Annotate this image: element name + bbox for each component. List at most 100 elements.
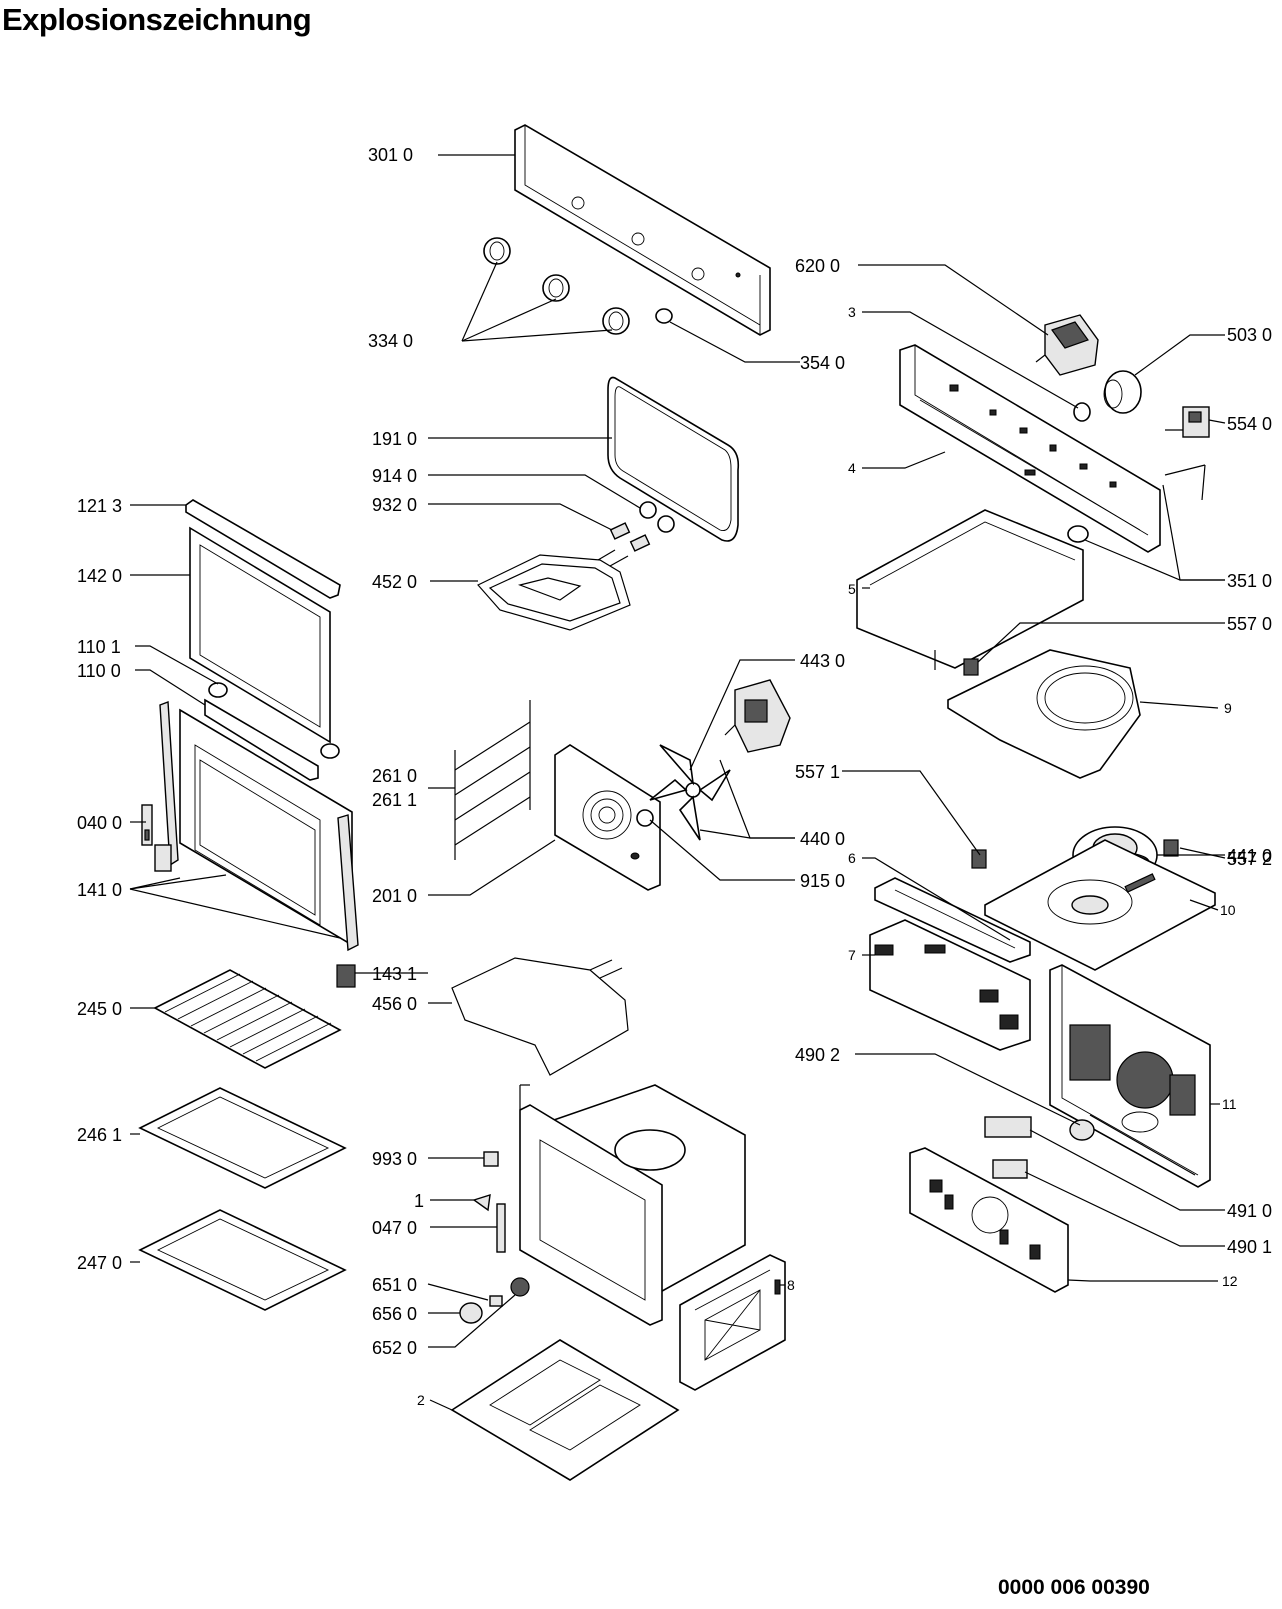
label-334-0: 334 0: [368, 331, 413, 351]
part-side-shield: [869, 919, 1031, 1051]
label-261-0: 261 0: [372, 766, 417, 786]
part-fan-housing: [947, 649, 1141, 779]
label-10: 10: [1220, 902, 1236, 918]
part-door-glass: [189, 526, 331, 744]
part-control-frame: [899, 344, 1161, 553]
label-656-0: 656 0: [372, 1304, 417, 1324]
part-door-handle: [204, 698, 319, 781]
part-top-heater: [477, 549, 631, 631]
part-lower-heater: [451, 957, 629, 1076]
label-4: 4: [848, 460, 856, 476]
part-lamp-glass: [459, 1302, 483, 1324]
label-620-0: 620 0: [795, 256, 840, 276]
label-201-0: 201 0: [372, 886, 417, 906]
page-title: Explosionszeichnung: [2, 2, 312, 37]
label-12: 12: [1222, 1273, 1238, 1289]
label-443-0: 443 0: [800, 651, 845, 671]
part-base-plate: [909, 1147, 1069, 1293]
label-247-0: 247 0: [77, 1253, 122, 1273]
part-clip: [336, 964, 356, 988]
part-inner-door: [159, 701, 359, 952]
part-air-guide: [874, 877, 1031, 963]
document-number: 0000 006 00390: [998, 1576, 1150, 1599]
part-lamp-bulb: [489, 1295, 503, 1307]
part-bottom-panel: [450, 1339, 680, 1481]
part-knobs: [483, 237, 630, 335]
label-245-0: 245 0: [77, 999, 122, 1019]
label-6: 6: [848, 850, 856, 866]
part-lever: [472, 1194, 491, 1212]
label-5: 5: [848, 581, 856, 597]
label-557-1: 557 1: [795, 762, 840, 782]
label-121-3: 121 3: [77, 496, 122, 516]
part-terminal-block: [984, 1116, 1032, 1138]
label-441-0: 441 0: [1227, 846, 1272, 866]
label-557-2: 557 2: [1227, 849, 1272, 869]
label-993-0: 993 0: [372, 1149, 417, 1169]
label-932-0: 932 0: [372, 495, 417, 515]
label-301-0: 301 0: [368, 145, 413, 165]
part-sensor: [963, 658, 979, 676]
part-labels: 301 0 334 0 354 0 620 0 3 503 0 554 0 4 …: [77, 145, 1272, 1408]
label-651-0: 651 0: [372, 1275, 417, 1295]
part-door-frame: [679, 1254, 786, 1391]
part-catch: [483, 1151, 499, 1167]
part-sensor-3: [1163, 839, 1179, 857]
label-554-0: 554 0: [1227, 414, 1272, 434]
part-lamp-holder: [1067, 525, 1089, 543]
label-557-0: 557 0: [1227, 614, 1272, 634]
label-141-0: 141 0: [77, 880, 122, 900]
label-7: 7: [848, 947, 856, 963]
part-button: [655, 308, 673, 324]
label-914-0: 914 0: [372, 466, 417, 486]
label-456-0: 456 0: [372, 994, 417, 1014]
part-springs: [609, 522, 651, 552]
label-490-1: 490 1: [1227, 1237, 1272, 1257]
label-452-0: 452 0: [372, 572, 417, 592]
label-110-1: 110 1: [77, 637, 121, 657]
label-354-0: 354 0: [800, 353, 845, 373]
part-bracket: [992, 1159, 1028, 1179]
label-246-1: 246 1: [77, 1125, 122, 1145]
part-thermostat: [1164, 406, 1210, 501]
label-110-0: 110 0: [77, 661, 121, 681]
label-3: 3: [848, 304, 856, 320]
part-handle-cap-2: [320, 743, 340, 759]
part-lamp-socket: [510, 1277, 530, 1297]
part-rear-cover: [856, 509, 1084, 670]
part-lamp-cap: [1069, 1119, 1095, 1141]
label-8: 8: [787, 1277, 795, 1293]
label-2: 2: [417, 1392, 425, 1408]
part-top-plate: [984, 839, 1216, 971]
part-handle-cap: [208, 682, 228, 698]
label-11: 11: [1222, 1096, 1237, 1112]
label-9: 9: [1224, 700, 1232, 716]
label-040-0: 040 0: [77, 813, 122, 833]
part-timer: [1103, 370, 1142, 414]
part-fan-motor: [724, 679, 791, 753]
label-351-0: 351 0: [1227, 571, 1272, 591]
label-142-0: 142 0: [77, 566, 122, 586]
label-191-0: 191 0: [372, 429, 417, 449]
label-047-0: 047 0: [372, 1218, 417, 1238]
part-switch: [1035, 314, 1099, 376]
part-grommet-2: [657, 515, 675, 533]
part-control-panel: [514, 124, 771, 336]
part-wire-rack: [153, 969, 342, 1069]
part-sensor-2: [971, 849, 987, 869]
label-652-0: 652 0: [372, 1338, 417, 1358]
part-fan-nut: [636, 809, 654, 827]
leader-lines: [129, 154, 1226, 1411]
part-side-runners: [454, 700, 531, 860]
label-440-0: 440 0: [800, 829, 845, 849]
label-915-0: 915 0: [800, 871, 845, 891]
part-hinge: [141, 804, 172, 872]
part-baking-tray: [138, 1087, 347, 1189]
label-1: 1: [414, 1191, 424, 1211]
label-261-1: 261 1: [372, 790, 417, 810]
label-143-1: 143 1: [372, 964, 417, 984]
part-grommet: [639, 501, 657, 519]
part-back-panel: [1049, 964, 1211, 1188]
part-deep-tray: [138, 1209, 347, 1311]
